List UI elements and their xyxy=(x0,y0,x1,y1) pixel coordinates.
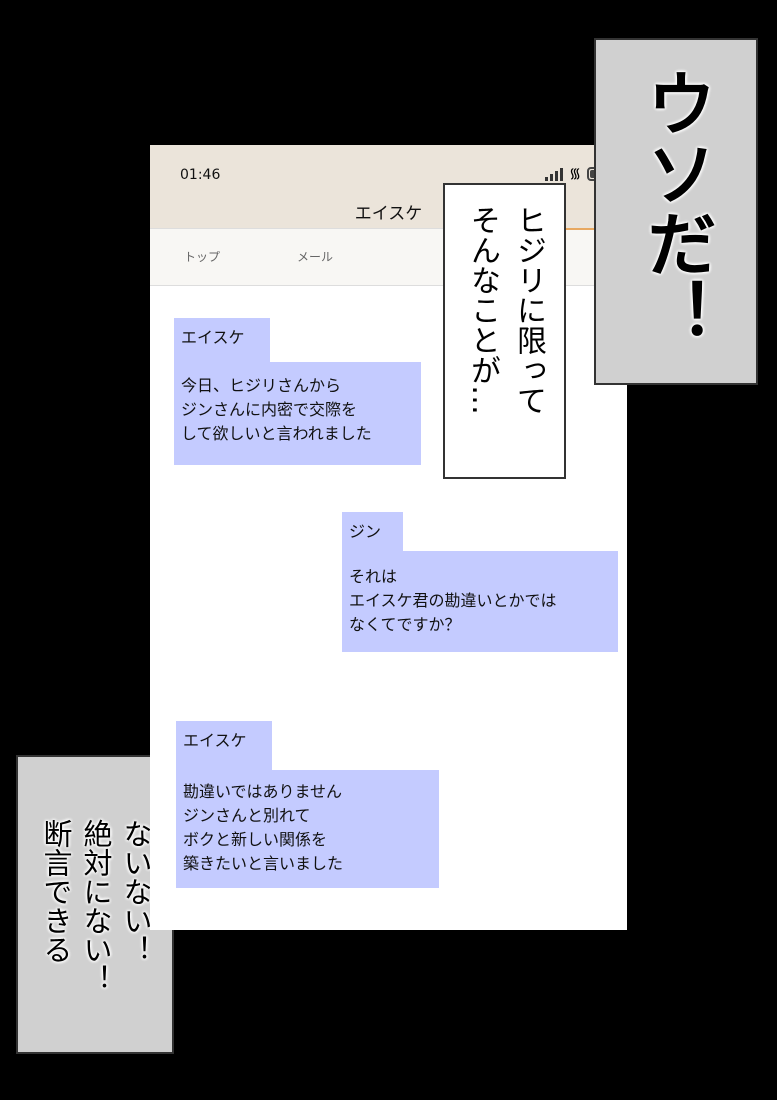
message-text: 今日、ヒジリさんから ジンさんに内密で交際を して欲しいと言われました xyxy=(174,362,421,465)
caption-text: ヒジリに限って そんなことが… xyxy=(465,205,546,415)
signal-icon xyxy=(545,168,564,181)
message-sender: ジン xyxy=(342,512,403,552)
message-sender: エイスケ xyxy=(176,721,272,771)
caption-text: ウソだ！ xyxy=(635,68,717,348)
caption-text: ないない！ 絶対にない！ 断言できる xyxy=(39,819,153,993)
message-sender: エイスケ xyxy=(174,318,270,363)
message-text: 勘違いではありません ジンさんと別れて ボクと新しい関係を 築きたいと言いました xyxy=(176,770,439,888)
tab-mail[interactable]: メール xyxy=(297,250,334,264)
tab-top[interactable]: トップ xyxy=(184,250,221,264)
message-text: それは エイスケ君の勘違いとかでは なくてですか？ xyxy=(342,551,618,652)
caption-box-shout: ウソだ！ xyxy=(594,38,758,385)
contact-name: エイスケ xyxy=(354,204,423,224)
caption-box-denial: ないない！ 絶対にない！ 断言できる xyxy=(16,755,174,1054)
wifi-icon: ᯾ xyxy=(569,166,581,182)
caption-box-thought: ヒジリに限って そんなことが… xyxy=(443,183,566,479)
status-time: 01:46 xyxy=(180,167,221,183)
